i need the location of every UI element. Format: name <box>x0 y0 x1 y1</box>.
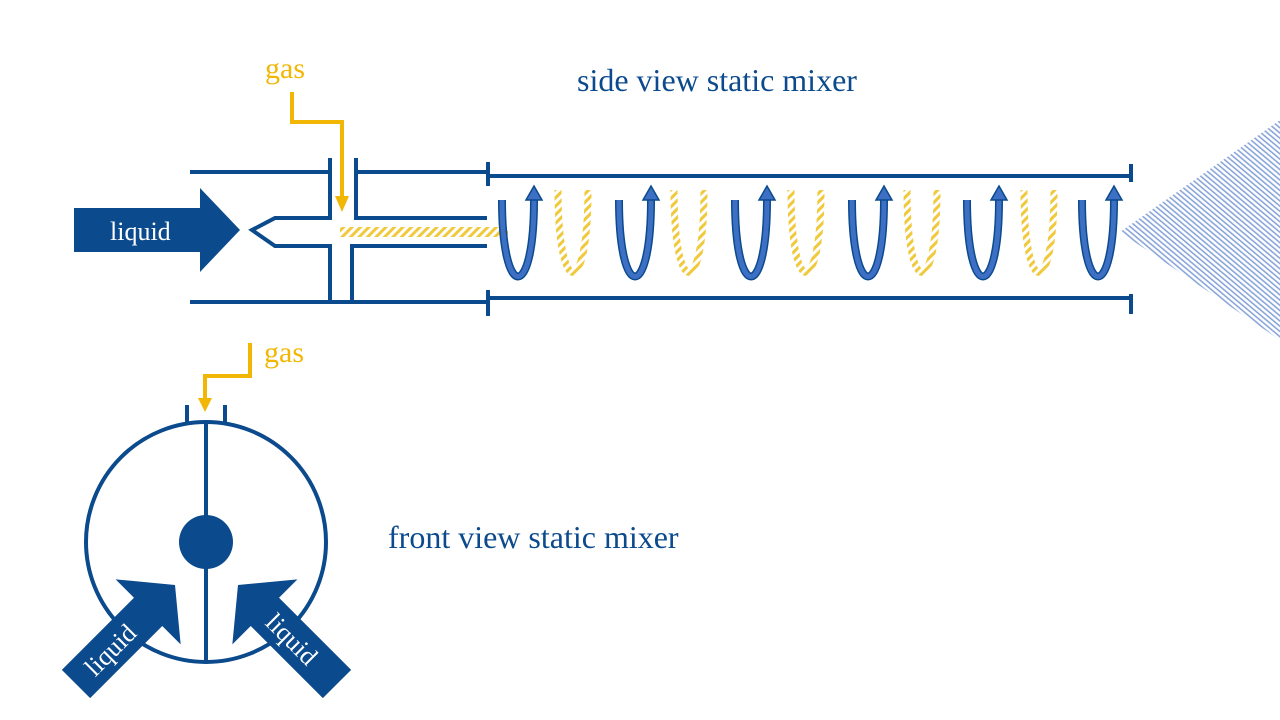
mixing-element <box>787 189 825 276</box>
mixing-element <box>1020 189 1058 276</box>
mixing-element <box>731 184 777 281</box>
spray-cone <box>1120 120 1280 340</box>
gas-line <box>290 92 344 200</box>
mixing-element <box>554 189 592 276</box>
mixing-element <box>615 184 661 281</box>
gas-inlet-side: gas <box>265 52 349 212</box>
inlet-section <box>190 158 487 304</box>
mixer-tube <box>486 162 1133 316</box>
center-nozzle <box>179 515 233 569</box>
mixing-elements <box>498 184 1124 281</box>
side-liquid-label: liquid <box>110 217 171 246</box>
mixing-element <box>903 189 941 276</box>
gas-inlet-front: gas <box>198 336 304 412</box>
front-gas-label: gas <box>264 336 304 369</box>
mixing-element <box>1078 184 1124 281</box>
mixing-element <box>848 184 894 281</box>
side-view-title: side view static mixer <box>577 62 857 98</box>
gas-stream <box>340 227 508 237</box>
gas-arrowhead <box>335 196 349 212</box>
liquid-inlet-arrow: liquid <box>74 188 240 272</box>
mixing-element <box>670 189 708 276</box>
side-view: side view static mixer gas liquid <box>74 52 1280 340</box>
liquid-arrow-left: liquid <box>61 579 181 699</box>
liquid-arrow-right: liquid <box>232 579 352 699</box>
mixing-element <box>498 184 544 281</box>
mixing-element <box>963 184 1009 281</box>
front-view-title: front view static mixer <box>388 519 679 555</box>
side-gas-label: gas <box>265 52 305 85</box>
front-view: front view static mixer gas liquid liqui… <box>61 336 679 699</box>
